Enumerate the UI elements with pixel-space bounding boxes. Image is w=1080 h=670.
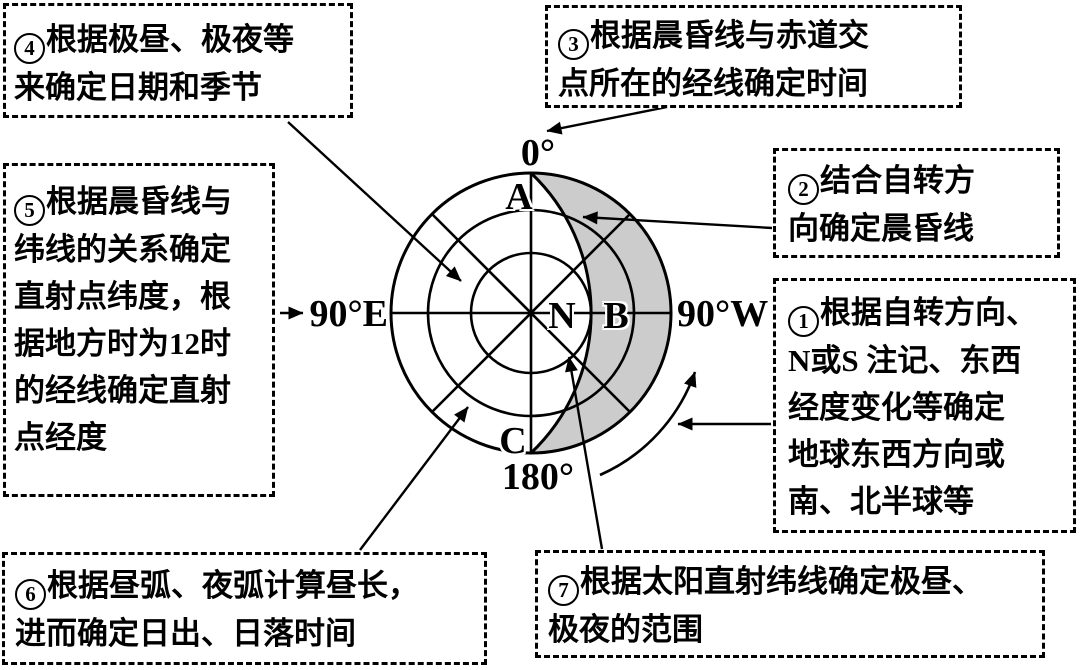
label-point-b: B [603,295,629,337]
label-point-a: A [505,176,533,218]
circled-number-1: 1 [788,306,819,337]
circled-number-3: 3 [558,29,589,60]
callout-text-1: 根据自转方向、 N或S 注记、东西 经度变化等确定 地球东西方向或 南、北半球等 [788,295,1037,519]
circled-number-5: 5 [14,195,45,226]
arrow-box4-to-polar-area [287,121,462,282]
label-90w-meridian: 90°W [677,293,769,335]
circled-number-2: 2 [788,174,819,205]
arrow-box2-to-terminator [582,211,773,230]
callout-text-4: 根据极昼、极夜等 来确定日期和季节 [14,22,294,105]
terminator-line [529,171,593,455]
callout-text-5: 根据晨昏线与 纬线的关系确定 直射点纬度，根 据地方时为12时 的经线确定直射 … [14,184,232,455]
circled-number-6: 6 [15,579,46,610]
meridian-diagonal-sw-ne [431,213,631,413]
callout-text-2: 结合自转方 向确定晨昏线 [788,163,975,246]
circled-number-4: 4 [14,33,45,64]
label-0-degree-meridian: 0° [520,132,556,174]
arrow-box3-to-0deg [546,105,668,135]
label-180-degree-meridian: 180° [501,456,575,498]
label-point-c: C [499,420,527,462]
rotation-arrow [599,371,697,477]
arrow-box6-to-day-arc [359,406,469,551]
callout-text-3: 根据晨昏线与赤道交 点所在的经线确定时间 [558,18,869,101]
label-90e-meridian: 90°E [309,293,388,335]
callout-text-7: 根据太阳直射纬线确定极昼、 极夜的范围 [548,564,983,647]
callout-text-6: 根据昼弧、夜弧计算昼长， 进而确定日出、日落时间 [15,568,419,651]
circled-number-7: 7 [548,575,579,606]
label-north-pole: N [548,295,576,337]
arrow-box7-to-polar-night [565,356,604,550]
